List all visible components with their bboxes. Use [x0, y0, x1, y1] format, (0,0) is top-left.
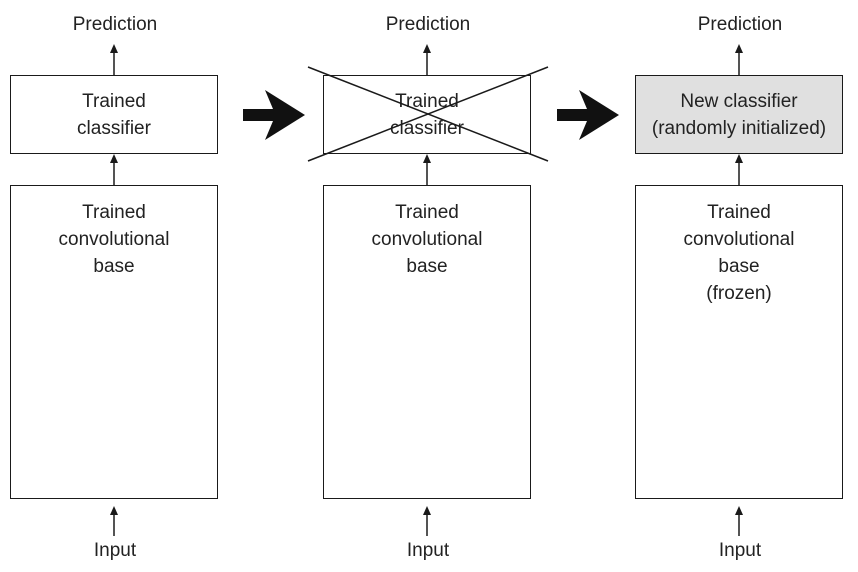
- classifier-label-line-1: Trained: [82, 90, 146, 112]
- prediction-label: Prediction: [697, 14, 783, 35]
- conv-base-label-line-3: base: [718, 256, 760, 277]
- up-arrow-icon: [735, 44, 743, 75]
- big-right-arrow-icon: [557, 90, 619, 140]
- new-classifier-box: New classifier (randomly initialized): [635, 75, 843, 154]
- conv-base-label-line-3: base: [406, 256, 448, 277]
- input-label: Input: [718, 540, 762, 561]
- panel-classifier-removed: Prediction Trained classifier Trained co…: [307, 0, 549, 572]
- up-arrow-icon: [735, 154, 743, 185]
- classifier-label-line-2: (randomly initialized): [651, 117, 827, 139]
- panel-original-model: Prediction Trained classifier Trained co…: [5, 0, 225, 572]
- conv-base-label-line-1: Trained: [707, 202, 771, 223]
- up-arrow-icon: [110, 154, 118, 185]
- conv-base-label-line-2: convolutional: [371, 229, 483, 250]
- up-arrow-icon: [423, 154, 431, 185]
- conv-base-label-line-1: Trained: [82, 202, 146, 223]
- input-label: Input: [93, 540, 137, 561]
- conv-base-label-line-1: Trained: [395, 202, 459, 223]
- up-arrow-icon: [110, 44, 118, 75]
- big-right-arrow-icon: [243, 90, 305, 140]
- frozen-conv-base-box: Trained convolutional base (frozen): [635, 185, 843, 499]
- removed-classifier-box: Trained classifier: [323, 75, 531, 154]
- up-arrow-icon: [423, 506, 431, 536]
- up-arrow-icon: [735, 506, 743, 536]
- classifier-label-line-1: Trained: [395, 90, 459, 112]
- classifier-label-line-2: classifier: [77, 117, 151, 139]
- conv-base-label-line-3: base: [93, 256, 135, 277]
- prediction-label: Prediction: [385, 14, 471, 35]
- classifier-label-line-2: classifier: [390, 117, 464, 139]
- classifier-label-line-1: New classifier: [680, 90, 798, 112]
- conv-base-label-line-4: (frozen): [706, 283, 772, 304]
- conv-base-box: Trained convolutional base: [323, 185, 531, 499]
- input-label: Input: [406, 540, 450, 561]
- conv-base-label-line-2: convolutional: [58, 229, 170, 250]
- conv-base-label-line-2: convolutional: [683, 229, 795, 250]
- up-arrow-icon: [110, 506, 118, 536]
- classifier-box: Trained classifier: [10, 75, 218, 154]
- panel-new-classifier: Prediction New classifier (randomly init…: [630, 0, 850, 572]
- up-arrow-icon: [423, 44, 431, 75]
- conv-base-box: Trained convolutional base: [10, 185, 218, 499]
- prediction-label: Prediction: [72, 14, 158, 35]
